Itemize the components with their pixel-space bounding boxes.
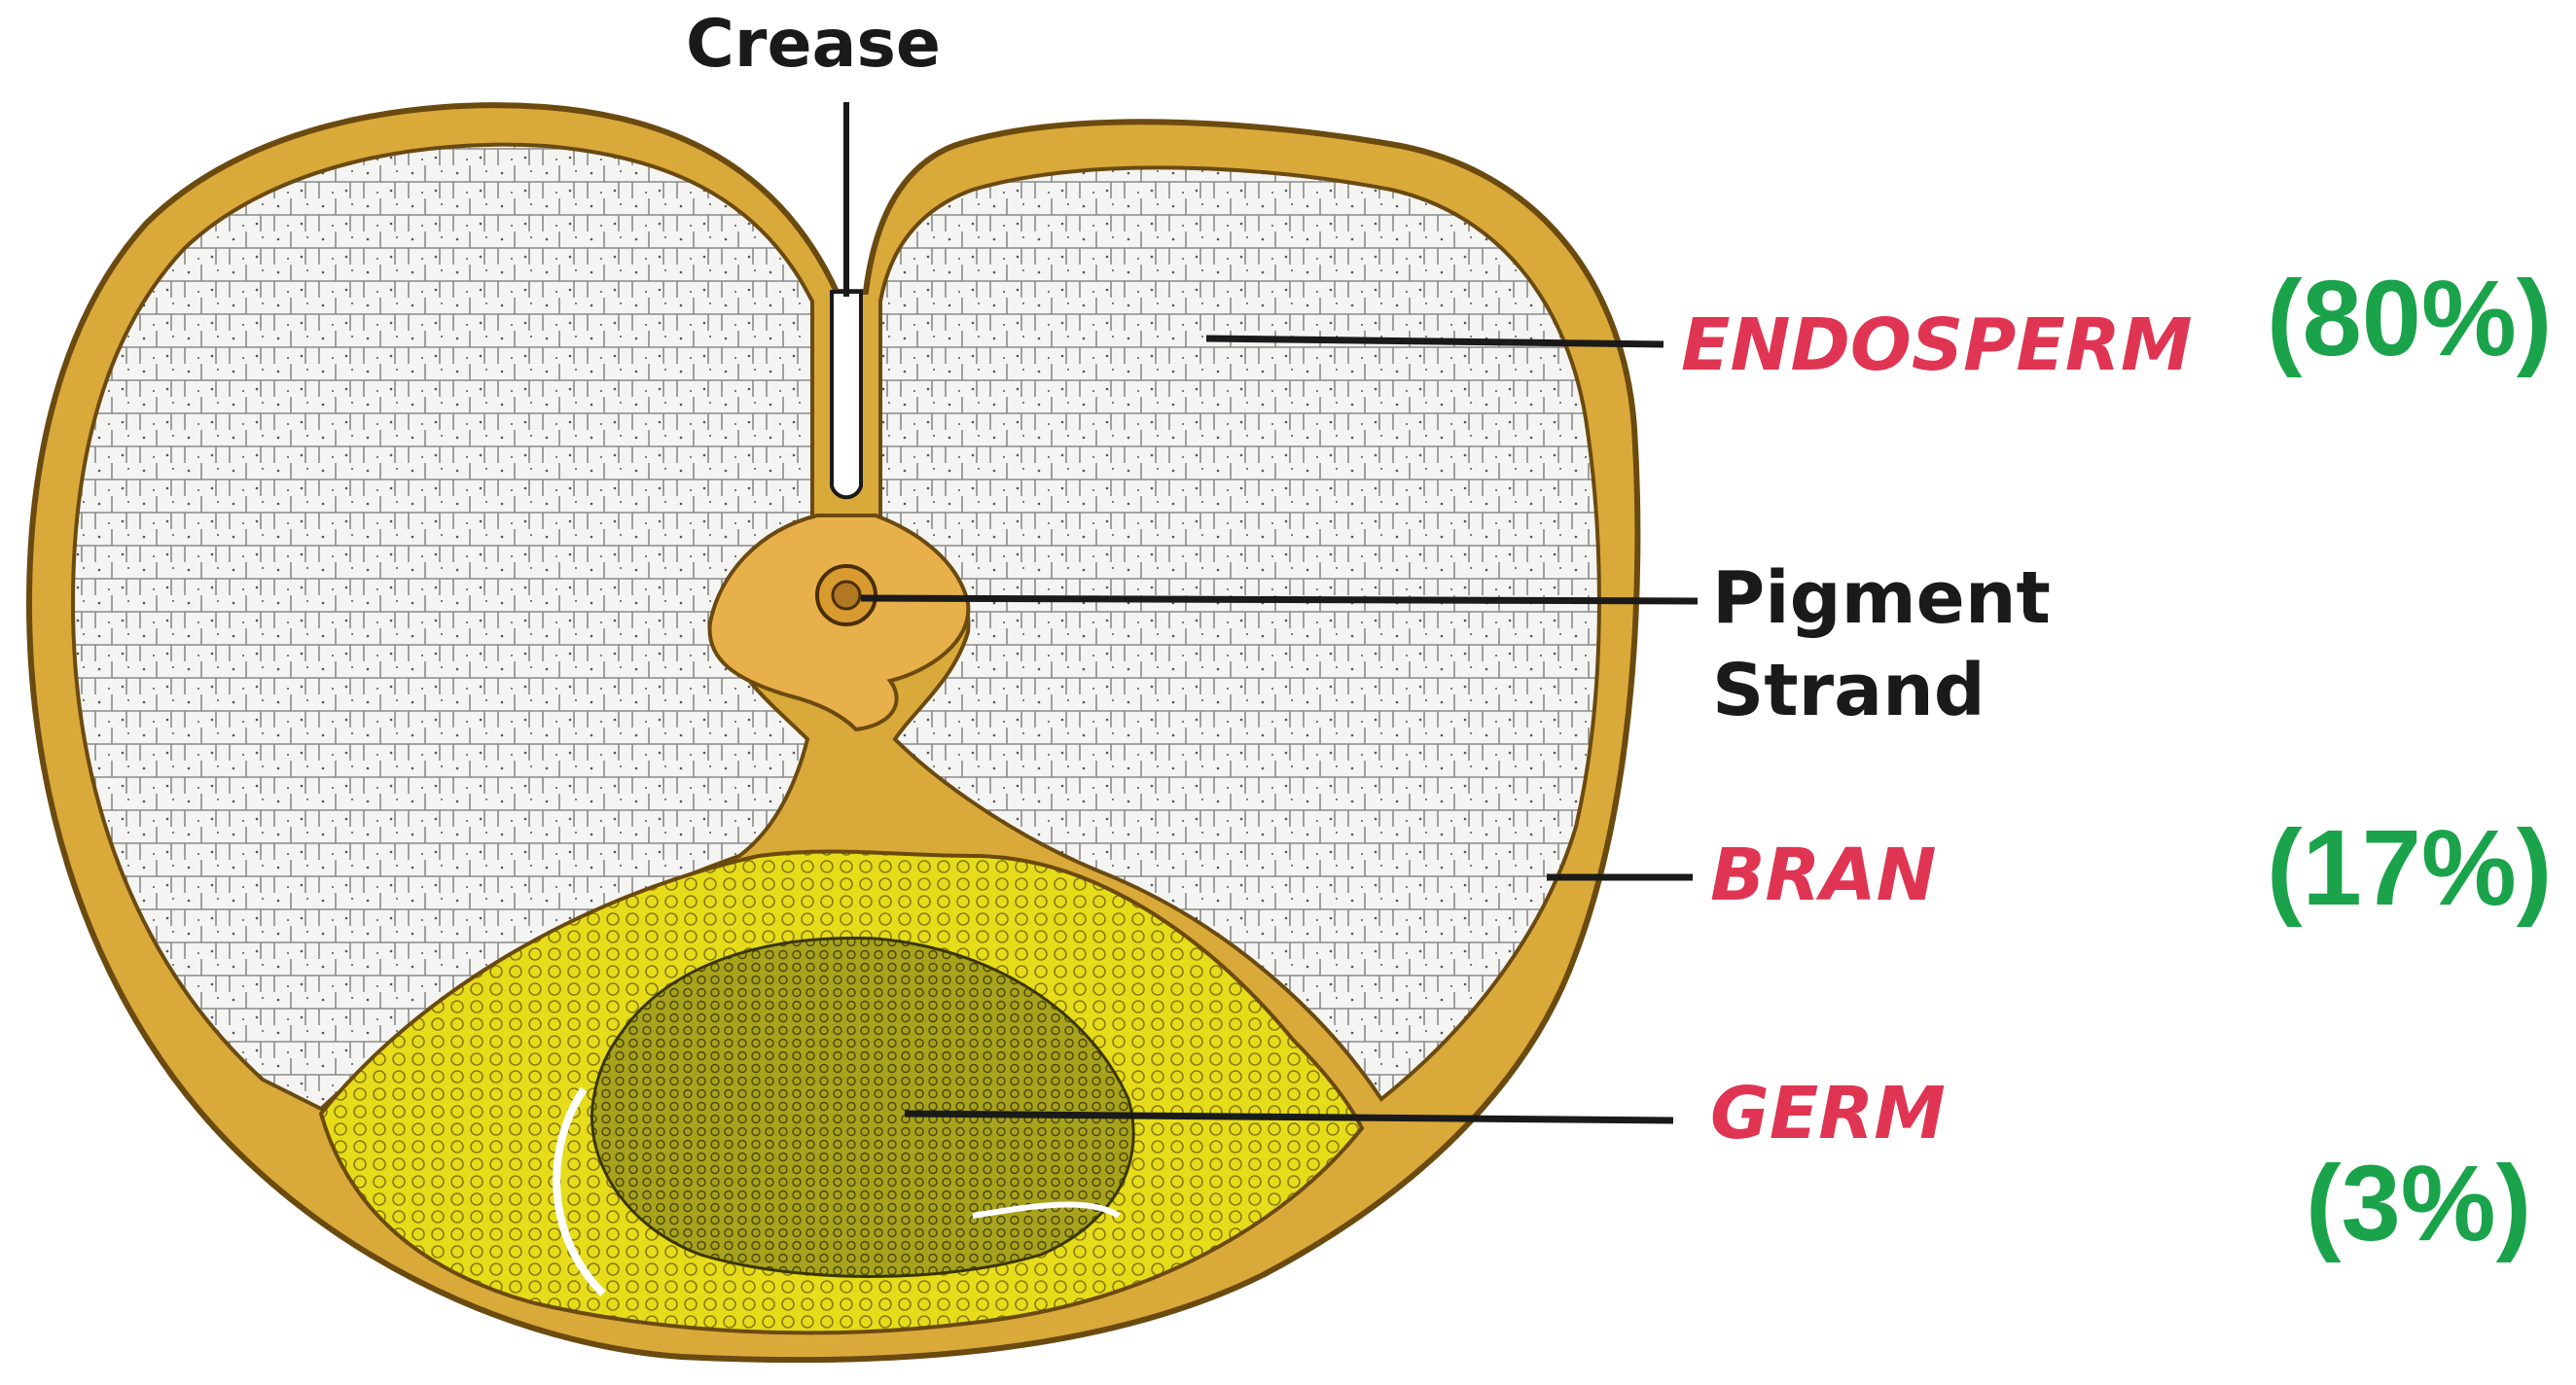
pigment-label-line1: Pigment bbox=[1712, 556, 2051, 640]
endosperm-label: ENDOSPERM bbox=[1681, 303, 2193, 387]
pigment-label-line2: Strand bbox=[1712, 649, 1986, 732]
bran-label: BRAN bbox=[1710, 834, 1937, 917]
crease-label: Crease bbox=[686, 6, 941, 83]
germ-label: GERM bbox=[1710, 1072, 1946, 1155]
pigment-leader bbox=[861, 598, 1698, 601]
crease-groove bbox=[832, 292, 861, 497]
endosperm-percentage: (80%) bbox=[2267, 259, 2552, 378]
germ-percentage: (3%) bbox=[2306, 1144, 2531, 1263]
bran-percentage: (17%) bbox=[2267, 808, 2552, 928]
